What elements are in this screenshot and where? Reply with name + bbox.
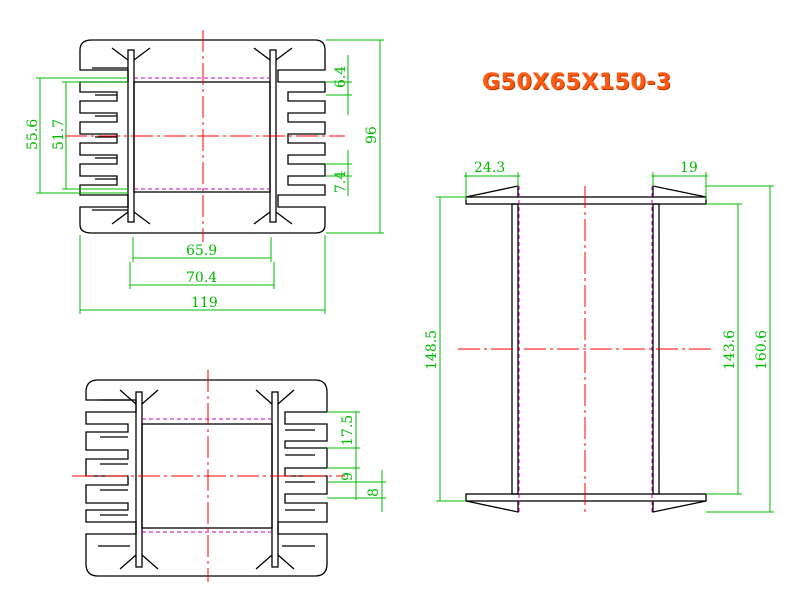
bottom-view-dimension-text: 17.5 9 8: [340, 415, 382, 497]
dim-height-55: 55.6: [25, 119, 41, 150]
dim-height-left: 148.5: [424, 330, 440, 370]
top-view-centerlines: [65, 30, 345, 242]
dim-8: 8: [366, 488, 382, 497]
dim-fin-gap: 6.4: [333, 66, 349, 88]
dim-top-right: 19: [680, 160, 698, 176]
side-view-dimensions: [436, 172, 774, 513]
bottom-view-right-post: [271, 391, 279, 568]
dim-width-outer: 119: [191, 295, 218, 311]
dim-width-mid: 70.4: [186, 270, 217, 286]
bottom-view-outline: [85, 379, 328, 577]
side-view-centerlines: [458, 186, 712, 512]
top-view-core: [133, 81, 271, 193]
top-view-left-slots: [92, 67, 128, 211]
dim-height-outer: 96: [364, 126, 380, 144]
bottom-view-braces: [119, 389, 295, 570]
top-view-dimensions: [36, 39, 384, 314]
side-view-top-plate: [465, 196, 707, 205]
dim-top-left: 24.3: [474, 160, 505, 176]
dim-17: 17.5: [340, 415, 356, 446]
dim-width-inner: 65.9: [186, 243, 217, 259]
side-view-bottom-plate: [465, 493, 707, 502]
top-view-outline: [79, 39, 326, 234]
dim-height-outer-side: 160.6: [754, 330, 770, 370]
dim-height-inner: 143.6: [722, 330, 738, 370]
bottom-view-hidden: [142, 418, 272, 533]
bottom-view-dimensions: [327, 411, 386, 512]
top-view-dimension-text: 65.9 70.4 119 55.6 51.7 96 6.4 7.4: [25, 66, 380, 311]
bottom-view-left-post: [135, 391, 143, 568]
drawing-title: G50X65X150-3: [482, 70, 672, 95]
dim-9: 9: [340, 472, 356, 481]
top-view-hidden: [134, 77, 270, 190]
bottom-view-centerlines: [72, 370, 345, 582]
dim-fin-bottom: 7.4: [333, 171, 349, 193]
dim-height-51: 51.7: [51, 119, 67, 150]
bottom-view-slots: [98, 399, 315, 547]
bottom-view: [85, 379, 328, 577]
side-view-dimension-text: 24.3 19 148.5 143.6 160.6: [424, 160, 770, 370]
top-view-braces: [111, 47, 293, 225]
